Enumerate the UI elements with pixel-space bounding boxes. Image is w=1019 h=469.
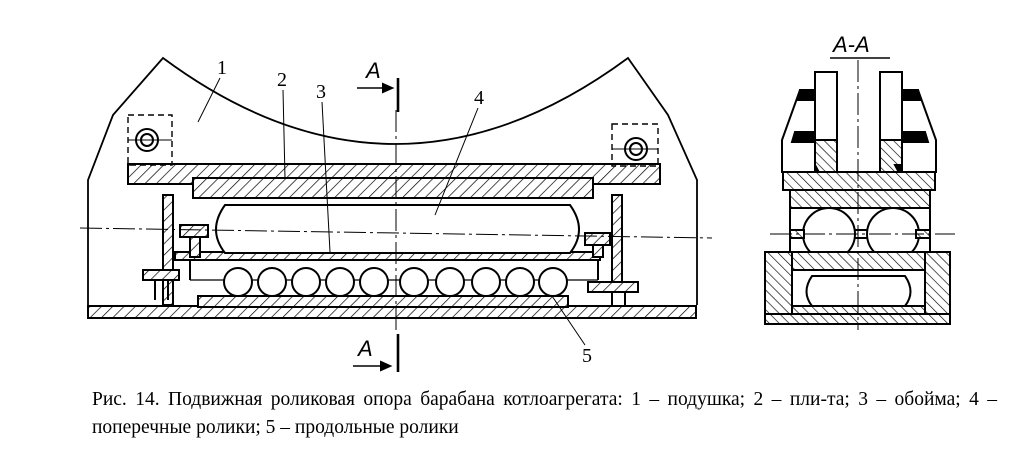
section-view bbox=[764, 60, 955, 330]
label-part-1: 1 bbox=[217, 57, 227, 79]
label-part-3: 3 bbox=[316, 81, 326, 103]
section-title: A-A bbox=[831, 32, 870, 57]
label-part-4: 4 bbox=[474, 87, 484, 109]
plate-2 bbox=[192, 177, 594, 199]
caption-text: Рис. 14. Подвижная роликовая опора бараб… bbox=[92, 389, 997, 438]
figure-caption: Рис. 14. Подвижная роликовая опора бараб… bbox=[92, 386, 997, 442]
label-part-2: 2 bbox=[277, 69, 287, 91]
section-mark-top: A bbox=[364, 58, 381, 83]
label-part-5: 5 bbox=[582, 345, 592, 367]
cushion-outline bbox=[87, 56, 698, 305]
main-view bbox=[79, 56, 713, 372]
roller-support-drawing: 1 2 3 4 5 A A A-A bbox=[79, 32, 955, 372]
lower-rail bbox=[197, 295, 569, 308]
cage-right-wall bbox=[611, 194, 623, 291]
transverse-roller bbox=[215, 204, 580, 254]
section-mark-bottom: A bbox=[356, 336, 373, 361]
horizontal-axis bbox=[79, 227, 713, 239]
longitudinal-rollers bbox=[223, 267, 568, 297]
cage-left-wall bbox=[162, 194, 174, 306]
right-bracket bbox=[611, 123, 659, 167]
